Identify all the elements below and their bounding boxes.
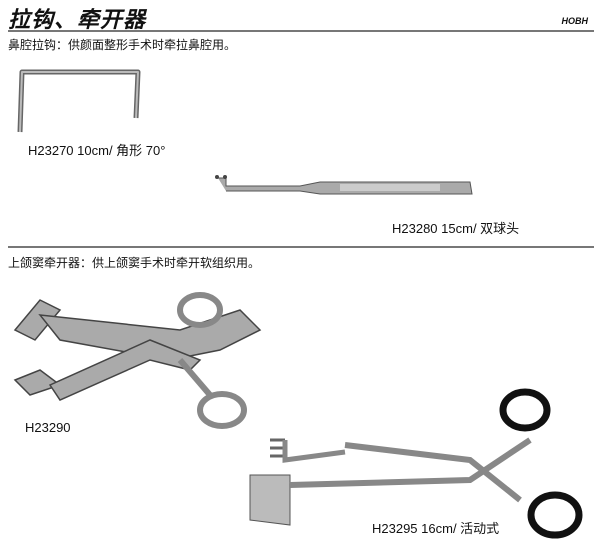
divider (8, 30, 594, 32)
item-label: H23280 15cm/ 双球头 (392, 221, 520, 236)
section-description: 鼻腔拉钩：供颜面整形手术时牵拉鼻腔用。 (8, 38, 237, 52)
instrument-image-h23295 (249, 388, 583, 539)
item-label: H23295 16cm/ 活动式 (372, 521, 500, 536)
section-description: 上颌窦牵开器：供上颌窦手术时牵开软组织用。 (8, 256, 261, 270)
brand-mark: HOBH (561, 16, 589, 26)
instrument-image-h23270 (17, 69, 141, 133)
item-label: H23270 10cm/ 角形 70° (28, 143, 166, 158)
instrument-image-h23290 (13, 292, 262, 429)
instrument-image-h23280 (215, 175, 473, 195)
divider (8, 246, 594, 248)
item-label: H23290 (25, 420, 71, 435)
page-title: 拉钩、牵开器 (8, 8, 147, 33)
